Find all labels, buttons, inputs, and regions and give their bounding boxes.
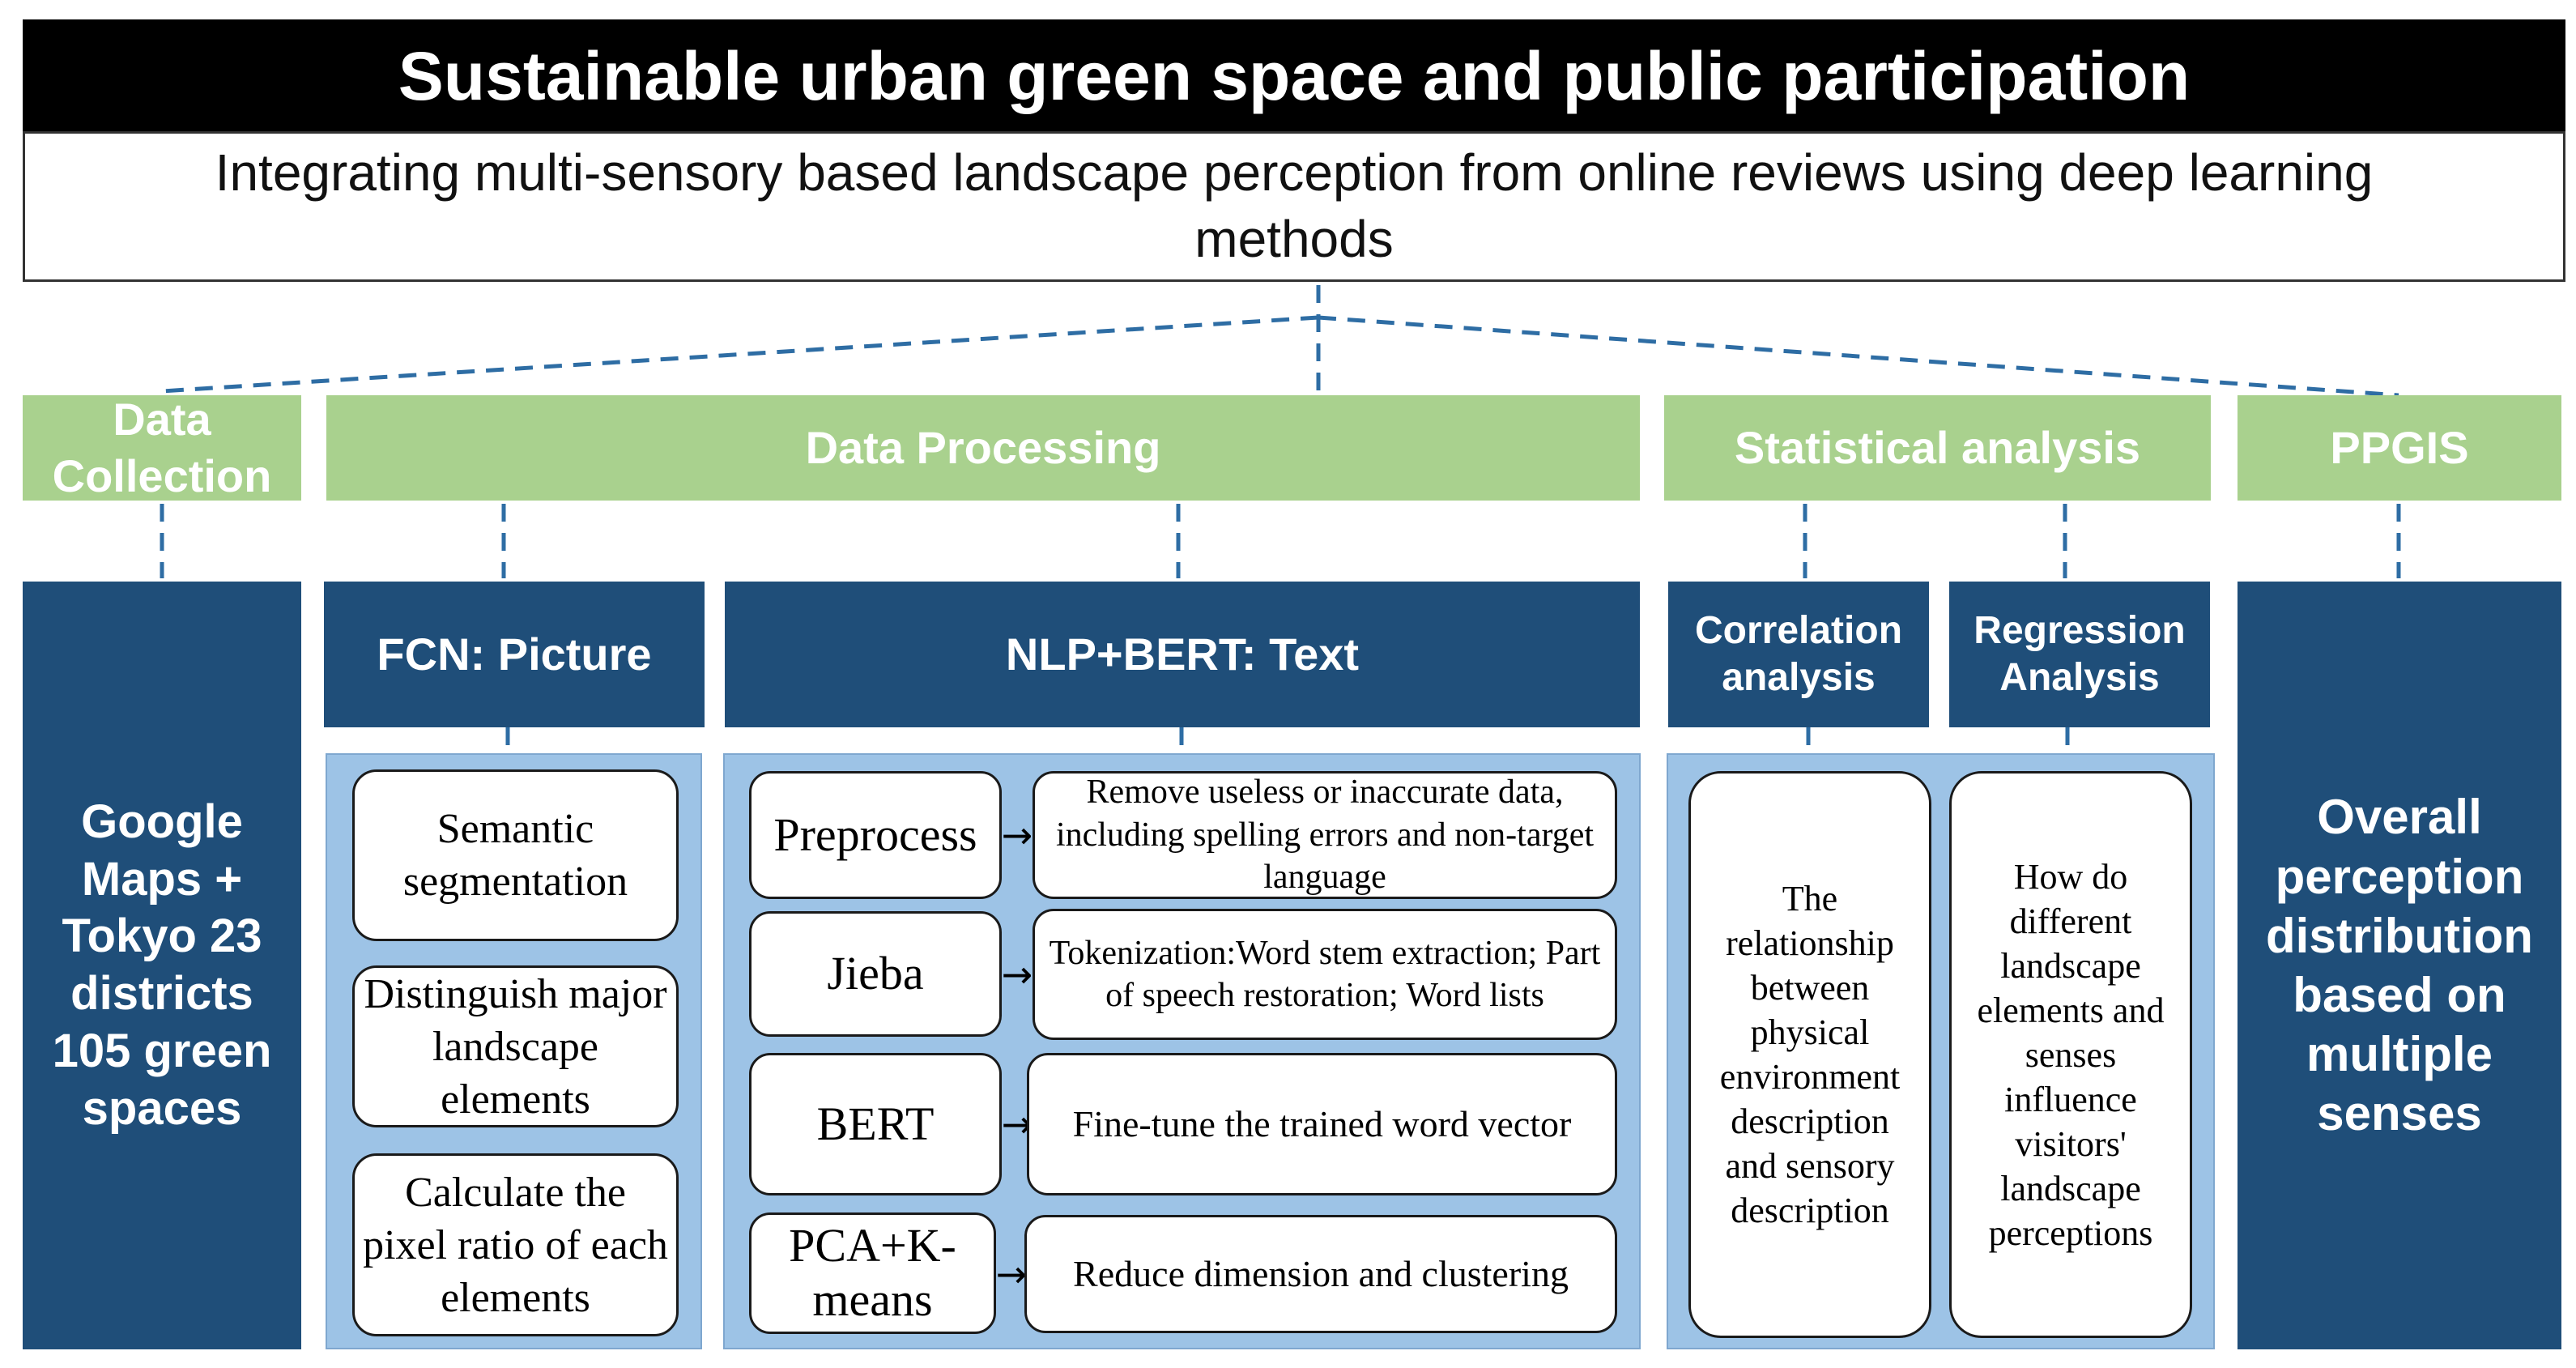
category-data-collection: Data Collection	[23, 394, 301, 501]
fcn-step-pixel-ratio: Calculate the pixel ratio of each elemen…	[352, 1153, 679, 1336]
nlp-desc-bert: Fine-tune the trained word vector	[1027, 1053, 1617, 1195]
diagram-subtitle: Integrating multi-sensory based landscap…	[23, 131, 2565, 282]
category-ppgis: PPGIS	[2238, 395, 2561, 501]
fcn-header: FCN: Picture	[324, 582, 705, 727]
arrow-right-icon: →	[995, 1252, 1028, 1296]
data-collection-box: Google Maps + Tokyo 23 districts 105 gre…	[23, 582, 301, 1349]
nlp-desc-jieba: Tokenization:Word stem extraction; Part …	[1033, 909, 1617, 1040]
correlation-description: The relationship between physical enviro…	[1688, 771, 1931, 1338]
nlp-header: NLP+BERT: Text	[725, 582, 1640, 727]
fcn-step-semantic-segmentation: Semantic segmentation	[352, 769, 679, 941]
connector-to-data-collection	[161, 315, 1319, 394]
category-statistical-analysis: Statistical analysis	[1664, 395, 2211, 501]
regression-header: Regression Analysis	[1949, 582, 2210, 727]
fcn-step-distinguish-elements: Distinguish major landscape elements	[352, 965, 679, 1127]
nlp-step-jieba: Jieba	[749, 911, 1002, 1037]
category-data-processing: Data Processing	[326, 395, 1640, 501]
nlp-step-pca-kmeans: PCA+K-means	[749, 1212, 996, 1334]
arrow-right-icon: →	[1001, 952, 1033, 996]
nlp-desc-preprocess: Remove useless or inaccurate data, inclu…	[1033, 771, 1617, 899]
correlation-header: Correlation analysis	[1668, 582, 1929, 727]
regression-description: How do different landscape elements and …	[1949, 771, 2192, 1338]
diagram-title: Sustainable urban green space and public…	[23, 19, 2565, 133]
nlp-step-preprocess: Preprocess	[749, 771, 1002, 899]
nlp-step-bert: BERT	[749, 1053, 1002, 1195]
connector-to-ppgis	[1318, 315, 2399, 398]
ppgis-box: Overall perception distribution based on…	[2238, 582, 2561, 1349]
arrow-right-icon: →	[1001, 813, 1033, 857]
nlp-desc-pca-kmeans: Reduce dimension and clustering	[1024, 1215, 1617, 1333]
